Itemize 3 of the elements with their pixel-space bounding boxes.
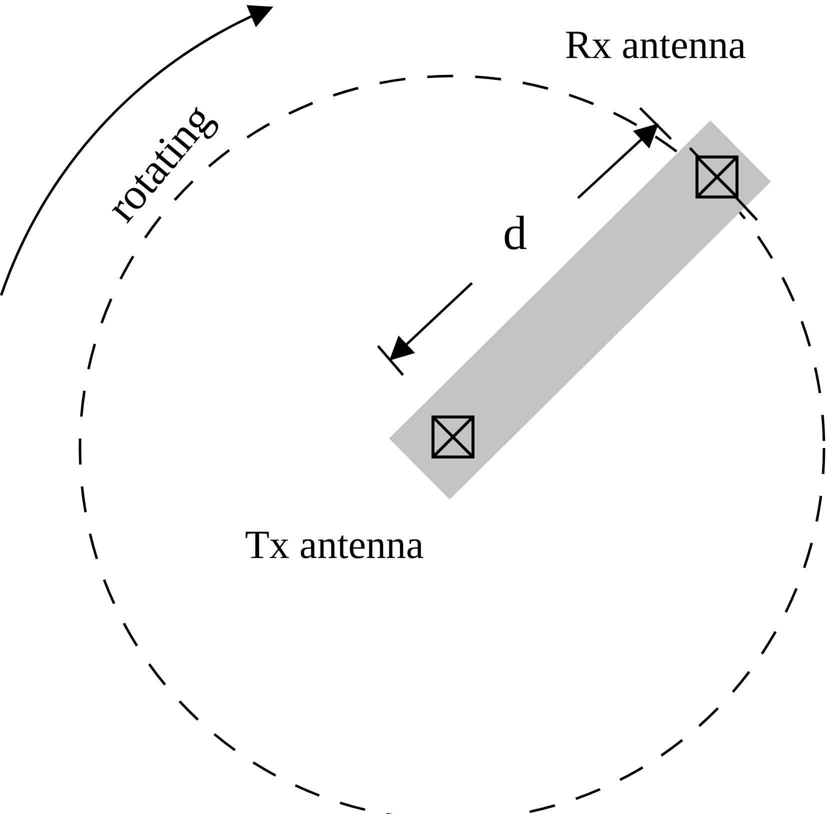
antenna-label: Rx antenna bbox=[565, 25, 746, 65]
antenna-label: Tx antenna bbox=[245, 525, 424, 565]
distance-label: d bbox=[503, 210, 527, 258]
